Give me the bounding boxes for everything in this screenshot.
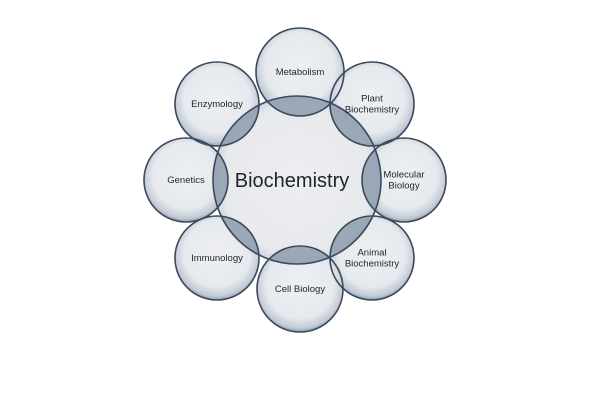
label-cell-biology: Cell Biology [275, 284, 325, 295]
center-node [213, 96, 381, 264]
node-genetics [144, 138, 228, 222]
label-enzymology: Enzymology [191, 99, 243, 110]
label-immunology: Immunology [191, 253, 243, 264]
node-biochemistry [213, 96, 381, 264]
center-label: Biochemistry [235, 170, 349, 192]
label-metabolism: Metabolism [276, 67, 325, 78]
node-cell-biology [257, 246, 343, 332]
circle-outlines [143, 27, 447, 333]
node-molecular-biology [362, 138, 446, 222]
label-genetics: Genetics [167, 175, 205, 186]
node-metabolism [256, 28, 344, 116]
